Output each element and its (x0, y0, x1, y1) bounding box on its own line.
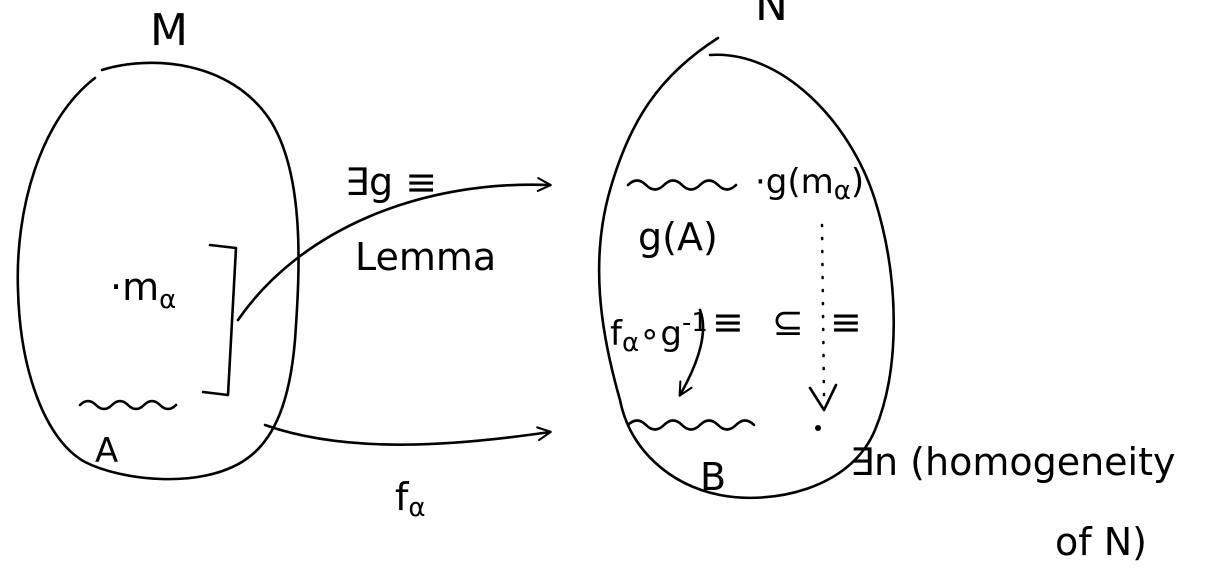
wavy-g-a (626, 179, 738, 191)
wavy-b (626, 419, 756, 431)
f-comp-g-inverse-label: fα∘g-1 (610, 308, 708, 358)
m-alpha-point: ·mα (110, 265, 176, 315)
dotted-arrow-n (820, 223, 826, 397)
bracket-m (201, 243, 238, 397)
lemma-label: Lemma (355, 235, 496, 279)
set-n-outline (597, 36, 896, 500)
subseteq-symbol: ⊆ (772, 300, 804, 344)
equiv-left: ≡ (712, 300, 744, 344)
g-m-alpha-point: ·g(mα) (755, 162, 864, 206)
exists-g-label: ∃g ≡ (345, 160, 437, 204)
equiv-right: ≡ (830, 300, 862, 344)
arrow-f-alpha (263, 423, 552, 446)
of-n-note: of N) (1055, 520, 1147, 564)
set-b-label: B (700, 455, 726, 499)
dotted-arrow-head (808, 383, 838, 412)
f-alpha-label: fα (395, 475, 426, 523)
arrow-g (236, 177, 552, 322)
point-n (815, 425, 821, 431)
g-a-label: g(A) (638, 215, 718, 259)
arrow-f-comp (678, 308, 705, 397)
set-m-outline (16, 61, 300, 481)
set-m-label: M (150, 5, 188, 56)
set-a-label: A (95, 431, 118, 471)
wavy-a (78, 399, 178, 411)
set-n-label: N (755, 0, 788, 31)
exists-n-note: ∃n (homogeneity (850, 440, 1176, 484)
